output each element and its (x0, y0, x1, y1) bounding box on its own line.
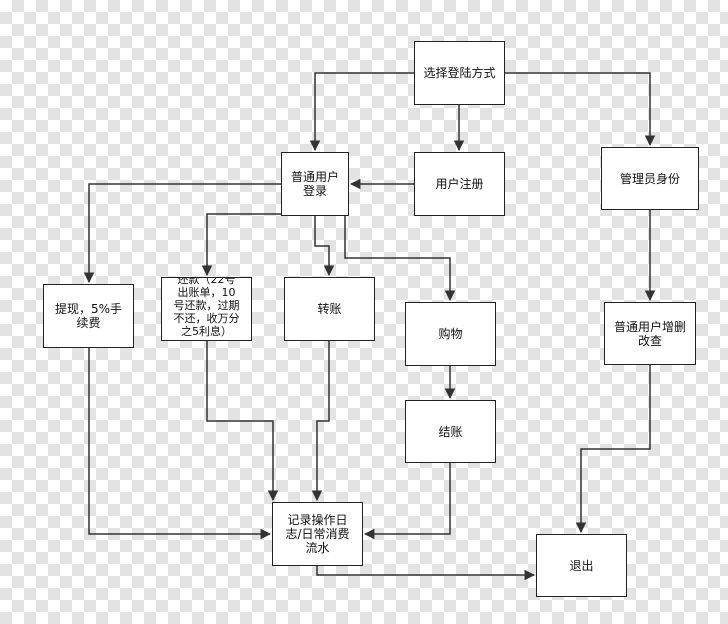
edge-admcrud-to-exit (575, 365, 651, 534)
node-exit: 退出 (536, 534, 627, 597)
edge-transfer-to-log (311, 341, 330, 502)
edge-withdraw-to-log (88, 348, 272, 540)
node-label: 普通用户登录 (290, 170, 339, 198)
edge-checkout-to-log (363, 463, 451, 540)
edge-choose-to-admin (505, 72, 656, 147)
node-checkout: 结账 (405, 400, 496, 463)
edge-log-to-exit (316, 566, 536, 581)
node-transfer: 转账 (284, 277, 375, 341)
edge-normal-to-shopping (344, 216, 456, 302)
node-label: 用户注册 (435, 177, 484, 191)
node-label: 管理员身份 (619, 171, 680, 186)
node-label: 普通用户增删改查 (613, 319, 686, 348)
edge-choose-to-normal (309, 72, 414, 152)
node-choose-login-method: 选择登陆方式 (414, 41, 505, 105)
node-label: 转账 (317, 302, 342, 316)
node-normal-user-login: 普通用户登录 (281, 152, 349, 216)
node-admin-identity: 管理员身份 (601, 147, 699, 210)
node-label: 选择登陆方式 (423, 66, 496, 80)
node-user-register: 用户注册 (414, 152, 505, 216)
node-label: 结账 (438, 424, 463, 439)
edge-repay-to-log (206, 341, 279, 502)
node-withdraw: 提现，5%手续费 (43, 284, 134, 348)
node-record-log: 记录操作日志/日常消费流水 (272, 502, 363, 566)
node-label: 购物 (438, 327, 463, 341)
edge-normal-to-transfer (314, 216, 335, 277)
edge-normal-to-withdraw (83, 183, 281, 284)
node-admin-user-crud: 普通用户增删改查 (604, 302, 696, 365)
node-shopping: 购物 (405, 302, 496, 366)
node-label: 退出 (569, 558, 594, 573)
edge-normal-to-repay (201, 213, 301, 277)
node-label: 记录操作日志/日常消费流水 (285, 513, 350, 555)
node-label: 提现，5%手续费 (54, 302, 123, 330)
